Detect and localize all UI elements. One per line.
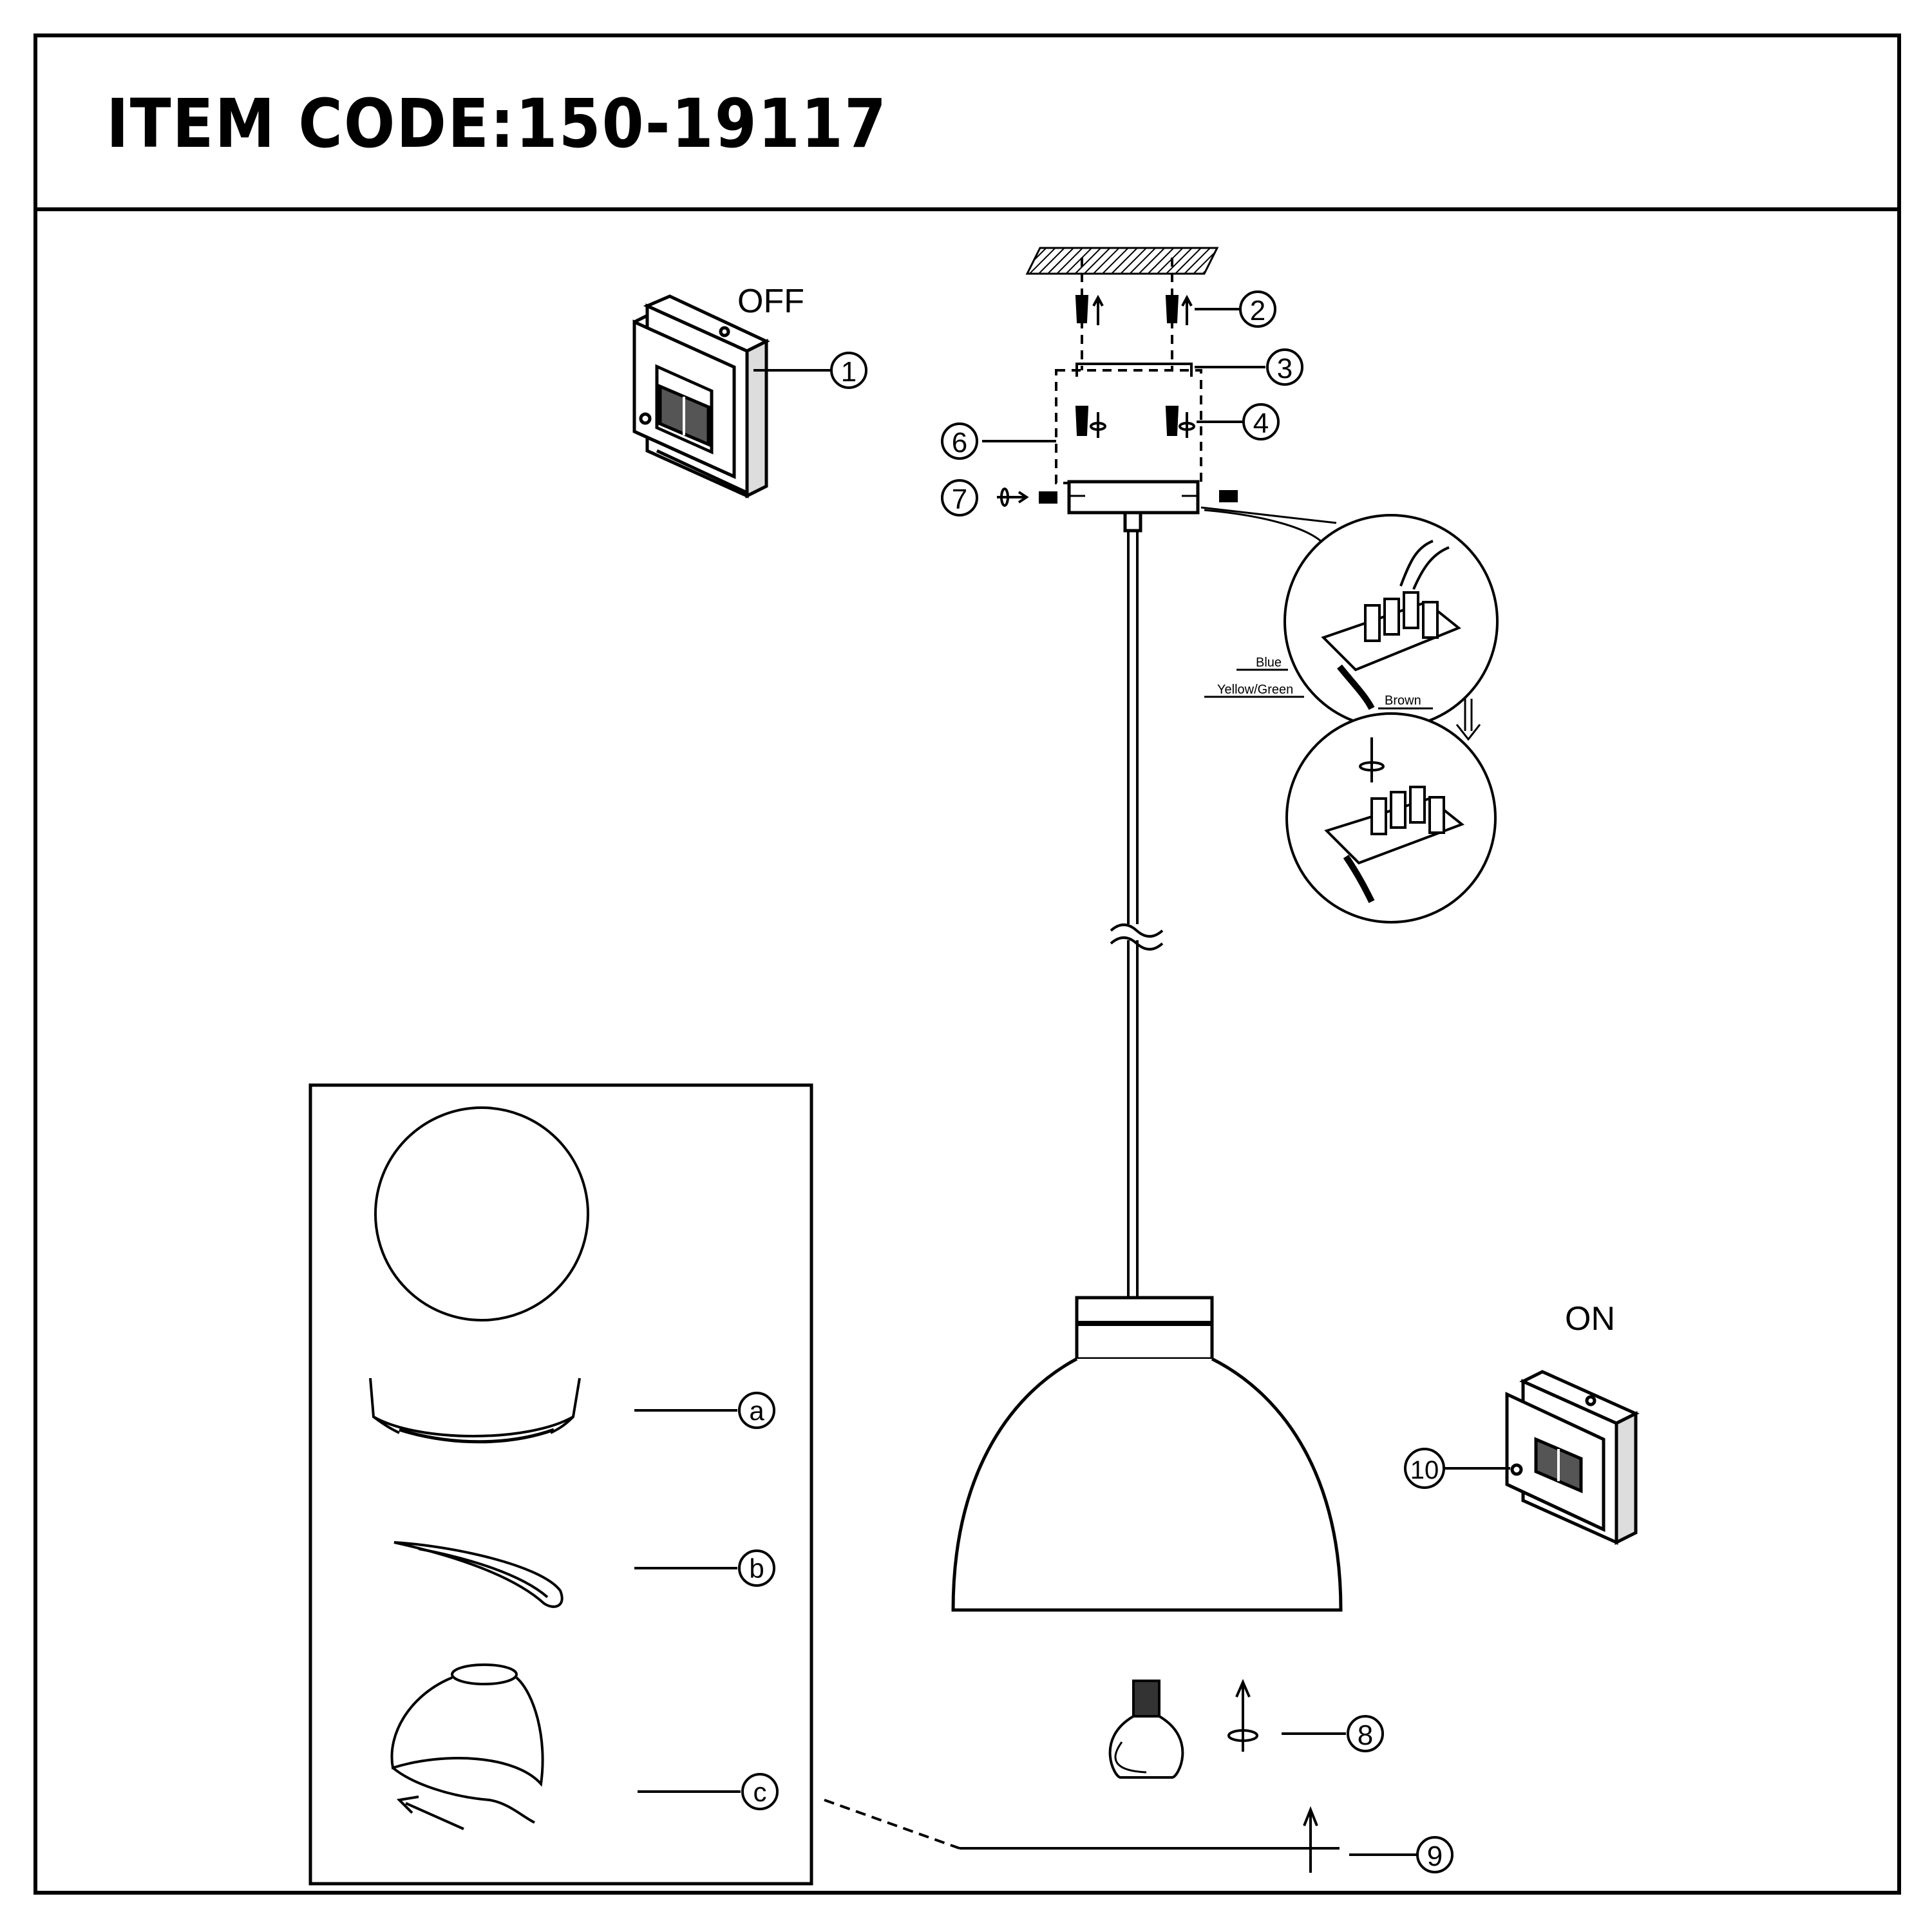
ceiling-screws — [1075, 258, 1193, 370]
step-c-marker: c — [741, 1773, 779, 1810]
callout-10: 10 — [1404, 1448, 1445, 1489]
callout-9: 9 — [1416, 1836, 1454, 1873]
callout-4: 4 — [1242, 403, 1280, 440]
callout-8: 8 — [1347, 1715, 1384, 1752]
svg-text:8: 8 — [1358, 1719, 1373, 1751]
switch-on-panel — [1505, 1370, 1640, 1546]
pendant-shade — [951, 1296, 1343, 1612]
svg-text:Brown: Brown — [1385, 694, 1421, 708]
item-code-title: ITEM CODE:150-19117 — [106, 84, 888, 163]
step-a-marker: a — [738, 1392, 775, 1429]
terminal-block-detail — [1283, 514, 1499, 729]
step-b-marker: b — [738, 1549, 775, 1587]
svg-text:2: 2 — [1250, 295, 1265, 327]
shade-step-a-drawing — [369, 1378, 581, 1444]
wiring-leader — [1200, 506, 1337, 524]
shade-step-c-drawing — [390, 1663, 544, 1830]
bracket-screws — [1075, 406, 1195, 438]
svg-text:Blue: Blue — [1256, 656, 1282, 670]
callout-3: 3 — [1266, 348, 1303, 386]
svg-text:b: b — [749, 1553, 764, 1584]
shade-top-view — [374, 1106, 589, 1321]
down-arrow-icon — [1455, 699, 1481, 741]
callout-6: 6 — [941, 422, 978, 460]
wire-labels: Blue Yellow/Green Brown — [1204, 656, 1433, 710]
ceiling — [1025, 247, 1219, 275]
off-label: OFF — [737, 283, 804, 320]
callout-1: 1 — [830, 352, 867, 389]
svg-text:c: c — [753, 1777, 767, 1807]
svg-text:9: 9 — [1427, 1841, 1443, 1872]
canopy — [1067, 480, 1200, 533]
shade-insert-line — [824, 1799, 1340, 1873]
callout-7: 7 — [941, 479, 978, 516]
suspension-cable — [1110, 531, 1164, 1298]
svg-text:10: 10 — [1410, 1456, 1439, 1484]
svg-text:1: 1 — [841, 356, 857, 388]
svg-text:Yellow/Green: Yellow/Green — [1217, 683, 1293, 697]
svg-text:4: 4 — [1253, 408, 1269, 439]
outer-frame — [33, 33, 1901, 1895]
svg-text:3: 3 — [1277, 353, 1293, 384]
callout-2: 2 — [1239, 290, 1276, 328]
on-label: ON — [1565, 1300, 1615, 1338]
terminal-block-tightened — [1285, 712, 1497, 923]
shade-assembly-inset — [308, 1083, 813, 1886]
svg-text:6: 6 — [952, 427, 967, 459]
svg-text:7: 7 — [952, 484, 967, 515]
side-screws — [997, 488, 1238, 507]
svg-text:a: a — [749, 1396, 764, 1426]
shade-step-b-drawing — [393, 1541, 564, 1608]
rotate-arrow-icon — [1227, 1678, 1258, 1752]
switch-off-panel — [632, 294, 770, 499]
header-divider — [33, 207, 1901, 211]
bulb-icon — [1108, 1680, 1184, 1779]
